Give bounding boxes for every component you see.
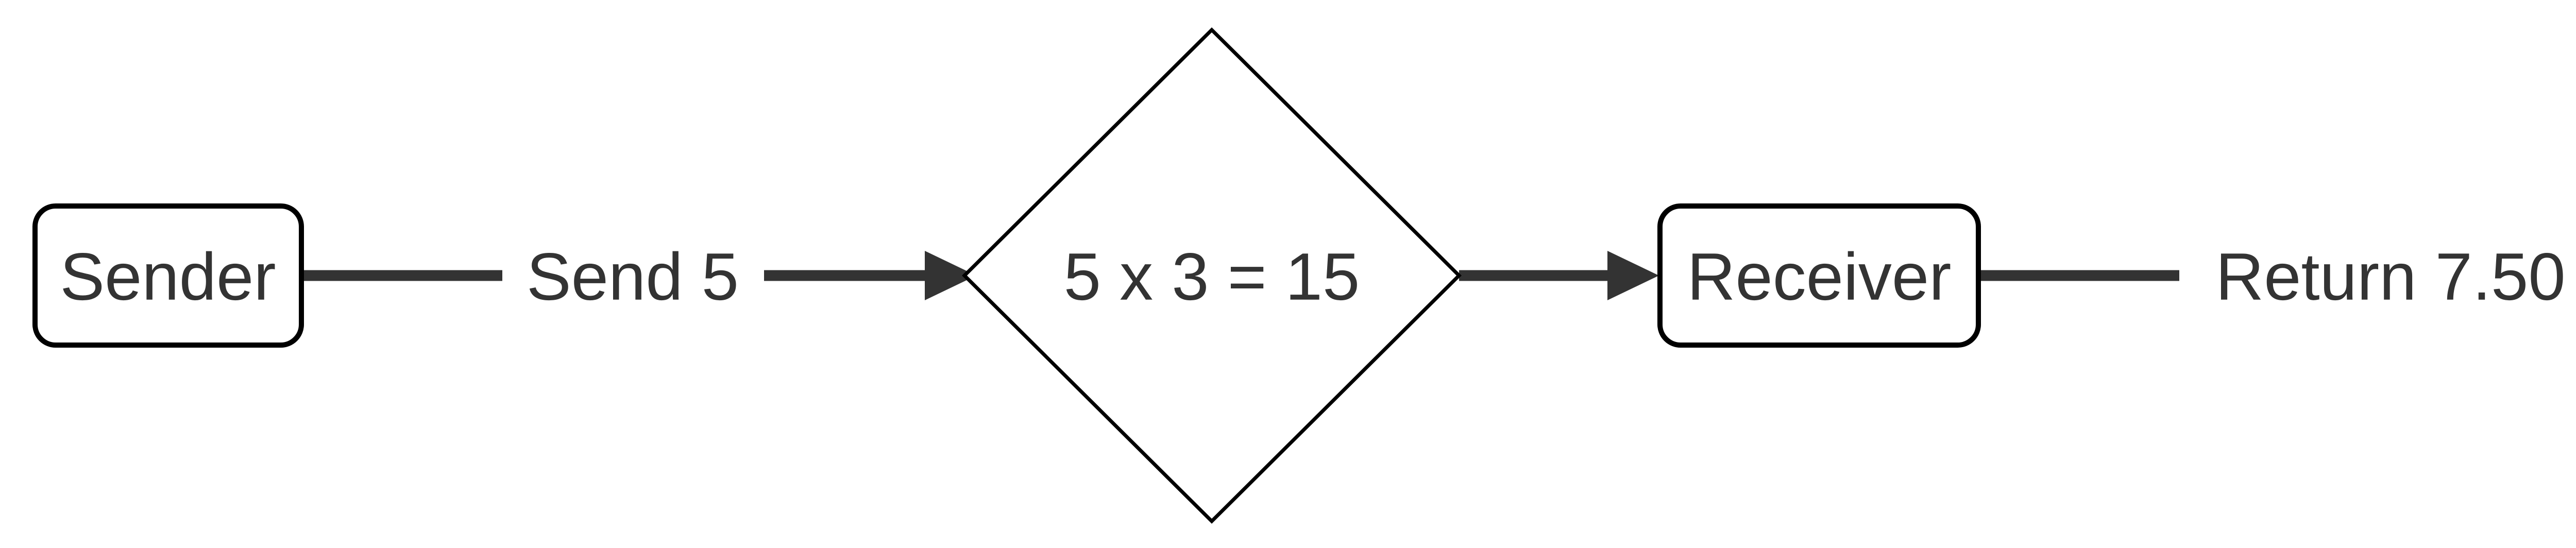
edge-label-send: Send 5: [527, 239, 739, 314]
arrowhead-icon: [1607, 251, 1659, 300]
sender-box: [32, 203, 304, 348]
sender-label: Sender: [60, 239, 276, 314]
edge-label-return: Return 7.50: [2215, 239, 2565, 314]
node-multiplier: 5 x 3 = 15: [962, 27, 1462, 524]
multiplier-diamond: [962, 27, 1462, 524]
node-receiver: Receiver: [1657, 203, 1981, 348]
node-sender: Sender: [32, 203, 304, 348]
multiplier-label: 5 x 3 = 15: [1064, 239, 1360, 314]
edge-sender-to-multiplier: Send 5: [301, 239, 976, 314]
edge-receiver-to-payoff: Return 7.50: [1978, 239, 2566, 314]
edge-multiplier-to-receiver: [1459, 251, 1659, 300]
receiver-label: Receiver: [1687, 239, 1952, 314]
arrowhead-icon: [925, 251, 976, 300]
receiver-box: [1657, 203, 1981, 348]
